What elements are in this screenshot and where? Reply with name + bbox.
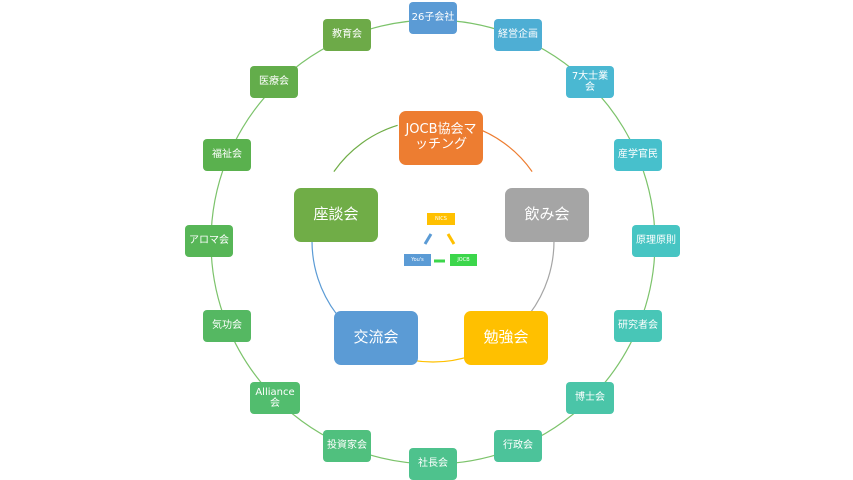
outer-node-7-professions[interactable]: 7大士業会 <box>566 66 614 98</box>
node-label: 産学官民 <box>618 149 658 161</box>
inner-arc <box>311 238 337 315</box>
outer-node-industry-academia[interactable]: 産学官民 <box>614 139 662 171</box>
inner-node-exchange[interactable]: 交流会 <box>334 311 418 365</box>
outer-node-principles[interactable]: 原理原則 <box>632 225 680 257</box>
outer-node-qigong[interactable]: 気功会 <box>203 310 251 342</box>
center-left-label: You's <box>411 257 424 263</box>
node-label: 社長会 <box>418 458 448 470</box>
node-label: 座談会 <box>313 205 359 224</box>
center-left-box: You's <box>404 254 431 266</box>
node-label: 医療会 <box>259 76 289 88</box>
node-label: 教育会 <box>332 29 362 41</box>
inner-arc <box>333 124 398 172</box>
outer-node-presidents[interactable]: 社長会 <box>409 448 457 480</box>
node-label: 飲み会 <box>524 205 570 224</box>
outer-node-education[interactable]: 教育会 <box>323 19 371 51</box>
node-label: アロマ会 <box>189 235 229 247</box>
outer-node-researchers[interactable]: 研究者会 <box>614 310 662 342</box>
connector-right <box>446 233 456 245</box>
inner-node-roundtable[interactable]: 座談会 <box>294 188 378 242</box>
node-label: 7大士業会 <box>571 70 609 94</box>
center-top-label: NICS <box>435 216 447 222</box>
node-label: 気功会 <box>212 320 242 332</box>
connector-left <box>423 233 433 245</box>
inner-node-drinking[interactable]: 飲み会 <box>505 188 589 242</box>
outer-node-investors[interactable]: 投資家会 <box>323 430 371 462</box>
node-label: 原理原則 <box>636 235 676 247</box>
outer-node-business-planning[interactable]: 経営企画 <box>494 19 542 51</box>
inner-arc <box>529 238 555 315</box>
node-label: 行政会 <box>503 440 533 452</box>
center-top-box: NICS <box>427 213 455 225</box>
node-label: 研究者会 <box>618 320 658 332</box>
node-label: 博士会 <box>575 392 605 404</box>
center-right-box: JOCB <box>450 254 477 266</box>
outer-node-medical[interactable]: 医療会 <box>250 66 298 98</box>
outer-node-26-subsidiaries[interactable]: 26子会社 <box>409 2 457 34</box>
node-label: 交流会 <box>353 328 399 347</box>
node-label: 勉強会 <box>483 328 529 347</box>
center-right-label: JOCB <box>457 257 470 263</box>
node-label: Alliance会 <box>255 386 295 410</box>
node-label: 26子会社 <box>411 12 455 24</box>
outer-node-administration[interactable]: 行政会 <box>494 430 542 462</box>
node-label: 投資家会 <box>327 440 367 452</box>
outer-node-aroma[interactable]: アロマ会 <box>185 225 233 257</box>
outer-node-welfare[interactable]: 福祉会 <box>203 139 251 171</box>
node-label: 経営企画 <box>498 29 538 41</box>
node-label: JOCB協会マッチング <box>405 122 477 152</box>
inner-node-jocb-matching[interactable]: JOCB協会マッチング <box>399 111 483 165</box>
outer-node-alliance[interactable]: Alliance会 <box>250 382 300 414</box>
node-label: 福祉会 <box>212 149 242 161</box>
center-connectors <box>423 233 456 263</box>
outer-node-doctors[interactable]: 博士会 <box>566 382 614 414</box>
inner-node-study[interactable]: 勉強会 <box>464 311 548 365</box>
